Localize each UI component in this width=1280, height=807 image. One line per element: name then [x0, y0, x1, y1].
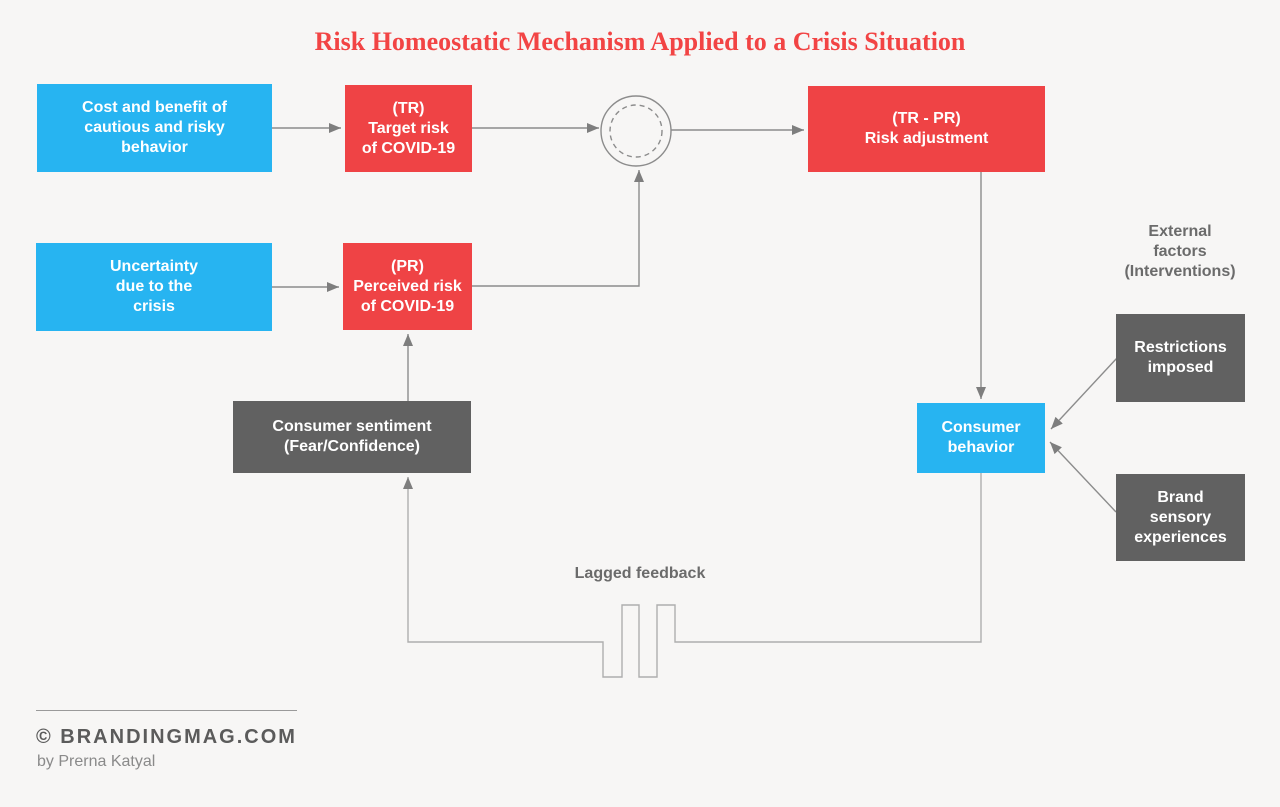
node-restrictions-imposed: Restrictions imposed [1116, 314, 1245, 402]
arrow-restrictions-to-behavior [1050, 357, 1118, 430]
footer-brand: © BRANDINGMAG.COM [36, 726, 297, 748]
lagged-feedback-path [403, 473, 982, 678]
arrow-brand-to-behavior [1049, 441, 1117, 513]
node-target-risk: (TR) Target risk of COVID-19 [345, 85, 472, 172]
node-uncertainty: Uncertainty due to the crisis [36, 243, 272, 331]
node-consumer-behavior: Consumer behavior [917, 403, 1045, 473]
node-brand-sensory: Brand sensory experiences [1116, 474, 1245, 561]
node-cost-benefit: Cost and benefit of cautious and risky b… [37, 84, 272, 172]
summing-junction-outer-circle [600, 95, 672, 167]
summing-junction-inner-dashed-circle [609, 104, 663, 158]
label-lagged-feedback: Lagged feedback [574, 565, 706, 582]
node-risk-adjustment: (TR - PR) Risk adjustment [808, 86, 1045, 172]
arrow-perceived-to-junction [472, 170, 644, 287]
label-external-factors: External factors (Interventions) [1124, 223, 1236, 280]
page-title: Risk Homeostatic Mechanism Applied to a … [314, 27, 966, 56]
node-perceived-risk: (PR) Perceived risk of COVID-19 [343, 243, 472, 330]
footer-byline: by Prerna Katyal [37, 753, 156, 770]
node-consumer-sentiment: Consumer sentiment (Fear/Confidence) [233, 401, 471, 473]
footer-divider [36, 710, 297, 711]
